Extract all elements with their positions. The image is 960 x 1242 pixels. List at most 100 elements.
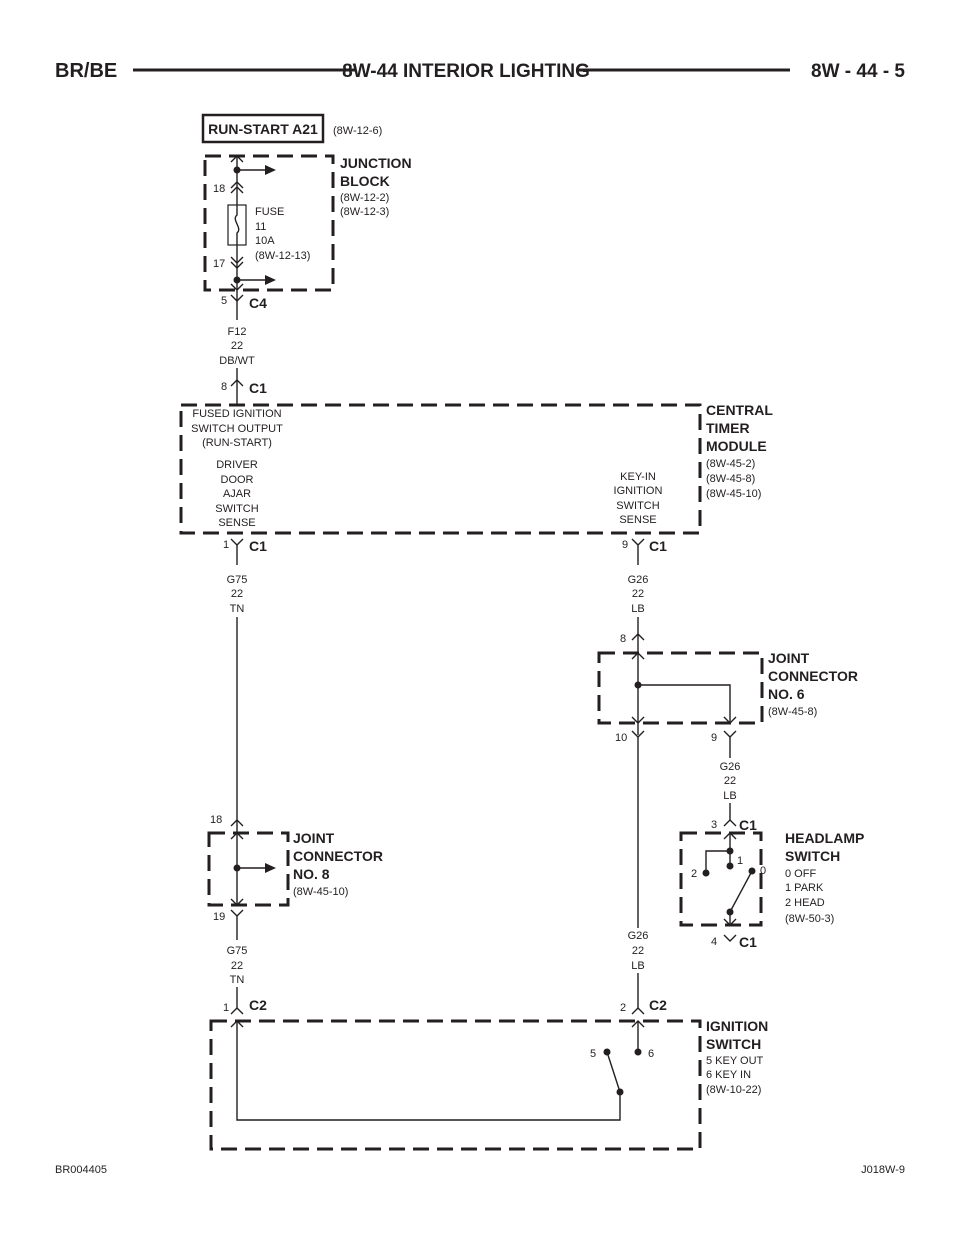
jc6-title: NO. 6 — [768, 686, 805, 702]
wire-gauge: 22 — [231, 960, 243, 972]
connector-label: C1 — [249, 538, 267, 554]
jc6-outline — [597, 651, 764, 725]
ref-label: (8W-12-3) — [340, 206, 389, 218]
ctm-circuit-label: KEY-IN — [620, 471, 656, 483]
contact-head — [702, 869, 710, 877]
page-header: BR/BE 8W-44 INTERIOR LIGHTING 8W - 44 - … — [55, 60, 905, 82]
connector-icon — [631, 1007, 645, 1015]
fuse-rating: 10A — [255, 235, 275, 247]
pin-label: 17 — [213, 258, 225, 270]
wire-color: LB — [631, 603, 644, 615]
connector-icon — [723, 934, 737, 942]
contact-label: 0 — [760, 865, 766, 877]
wire-gauge: 22 — [231, 588, 243, 600]
connector-icon — [230, 155, 244, 163]
connector-icon — [230, 379, 244, 387]
connector-label: C2 — [249, 997, 267, 1013]
ref-label: (8W-45-8) — [706, 473, 755, 485]
ctm-circuit-label: IGNITION — [614, 485, 663, 497]
wire-gauge: 22 — [632, 588, 644, 600]
ref-label: (8W-45-2) — [706, 458, 755, 470]
ctm-circuit-label: DRIVER — [216, 459, 258, 471]
position-label: 2 HEAD — [785, 897, 825, 909]
position-label: 5 KEY OUT — [706, 1055, 764, 1067]
ctm-title: MODULE — [706, 438, 767, 454]
ref-label: (8W-45-10) — [706, 488, 761, 500]
fuse-label: FUSE — [255, 206, 284, 218]
connector-label: C1 — [739, 934, 757, 950]
ctm-circuit-label: (RUN-START) — [202, 437, 272, 449]
wire-code: G75 — [227, 574, 248, 586]
connector-icon — [723, 819, 737, 827]
connector-icon — [631, 730, 737, 738]
connector-icon — [230, 909, 244, 940]
jc8-title: NO. 8 — [293, 866, 330, 882]
arrow-icon — [265, 165, 276, 175]
ctm-title: CENTRAL — [706, 402, 773, 418]
ctm-circuit-label: SWITCH — [215, 503, 258, 515]
ignition-title: IGNITION — [706, 1018, 768, 1034]
switch-blade — [606, 1051, 621, 1093]
run-start-box — [201, 113, 325, 144]
pin-label: 19 — [213, 911, 225, 923]
ignition-title: SWITCH — [706, 1036, 761, 1052]
jc6-title: JOINT — [768, 650, 810, 666]
pin-label: 2 — [620, 1002, 626, 1014]
pin-label: 4 — [711, 936, 717, 948]
pin-label: 8 — [221, 381, 227, 393]
ignition-switch: 1 C2 2 C2 5 6 IGNITION SWITCH 5 KEY OUT … — [209, 997, 768, 1151]
ctm-circuit-label: DOOR — [221, 474, 254, 486]
contact-label: 5 — [590, 1048, 596, 1060]
wire-code: G26 — [628, 930, 649, 942]
arrow-icon — [265, 275, 276, 285]
ref-label: (8W-45-10) — [293, 886, 348, 898]
ctm-circuit-label: SENSE — [218, 517, 255, 529]
jc6-title: CONNECTOR — [768, 668, 858, 684]
ref-label: (8W-10-22) — [706, 1084, 761, 1096]
pin-label: 18 — [210, 814, 222, 826]
pin-label: 18 — [213, 183, 225, 195]
headlamp-title: HEADLAMP — [785, 830, 864, 846]
ctm-circuit-label: SWITCH — [616, 500, 659, 512]
headlamp-outline — [679, 831, 763, 927]
wire-color: DB/WT — [219, 355, 255, 367]
connector-label: C1 — [649, 538, 667, 554]
fuse-ref: (8W-12-13) — [255, 250, 310, 262]
jc8-outline — [207, 831, 290, 907]
central-timer-module: FUSED IGNITION SWITCH OUTPUT (RUN-START)… — [179, 402, 773, 535]
switch-blade — [729, 870, 753, 913]
position-label: 6 KEY IN — [706, 1069, 751, 1081]
contact-label: 6 — [648, 1048, 654, 1060]
pin-label: 1 — [223, 539, 229, 551]
wire-gauge: 22 — [231, 340, 243, 352]
ref-label: (8W-50-3) — [785, 913, 834, 925]
arrow-icon — [265, 863, 276, 873]
connector-label: C1 — [739, 817, 757, 833]
ref-label: (8W-12-2) — [340, 192, 389, 204]
jc8-title: JOINT — [293, 830, 335, 846]
joint-connector-8: 18 19 JOINT CONNECTOR NO. 8 (8W-45-10) — [207, 814, 383, 940]
contact-label: 1 — [737, 855, 743, 867]
pin-label: 9 — [711, 732, 717, 744]
connector-icon — [631, 633, 645, 641]
figure-id: BR004405 — [55, 1164, 107, 1176]
connector-icon — [230, 538, 244, 565]
junction-block: 18 FUSE 11 10A (8W-12-13) 17 JUNCTION BL… — [203, 154, 412, 320]
ctm-circuit-label: FUSED IGNITION — [192, 408, 281, 420]
wire-color: TN — [230, 974, 245, 986]
jc8-title: CONNECTOR — [293, 848, 383, 864]
contact-park — [726, 862, 734, 870]
ctm-title: TIMER — [706, 420, 750, 436]
pin-label: 5 — [221, 295, 227, 307]
wire-gauge: 22 — [724, 775, 736, 787]
pin-label: 10 — [615, 732, 627, 744]
pin-label: 9 — [622, 539, 628, 551]
connector-icon — [631, 538, 645, 565]
ref-label: (8W-45-8) — [768, 706, 817, 718]
headlamp-switch: 3 C1 2 1 0 4 C1 HEADLAMP SWITCH 0 OFF 1 … — [679, 817, 864, 950]
connector-label: C1 — [249, 380, 267, 396]
ctm-circuit-label: SWITCH OUTPUT — [191, 423, 283, 435]
model-label: BR/BE — [55, 60, 117, 82]
ignition-outline — [209, 1019, 702, 1151]
wire-color: LB — [723, 790, 736, 802]
